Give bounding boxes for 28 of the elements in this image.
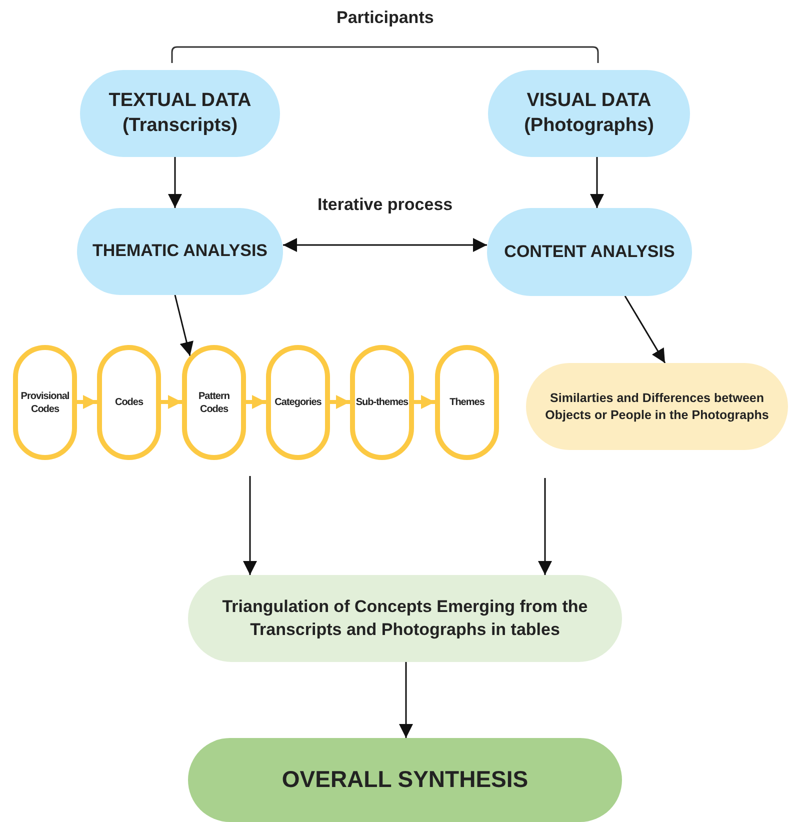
arrow: [161, 395, 182, 409]
arrow: [414, 395, 435, 409]
stage-capsule: Pattern Codes: [182, 345, 246, 460]
result-box: Similarties and Differences between Objects or People in the Photographs: [526, 363, 788, 450]
arrow: [624, 296, 666, 364]
arrow: [168, 157, 182, 208]
stage-capsule: Categories: [266, 345, 330, 460]
heading-label: Participants: [336, 8, 434, 28]
stage-capsule: Themes: [435, 345, 499, 460]
edge-label: Iterative process: [316, 195, 455, 215]
process-box: THEMATIC ANALYSIS: [77, 208, 283, 295]
stage-capsule: Provisional Codes: [13, 345, 77, 460]
process-box: CONTENT ANALYSIS: [487, 208, 692, 296]
arrow: [77, 395, 97, 409]
process-box: Triangulation of Concepts Emerging from the Transcripts and Photographs in tables: [188, 575, 622, 662]
arrow: [246, 395, 266, 409]
arrow: [590, 157, 604, 208]
stage-capsule: Codes: [97, 345, 161, 460]
process-box: VISUAL DATA (Photographs): [488, 70, 690, 157]
arrow: [399, 662, 413, 738]
arrow: [538, 478, 552, 575]
arrow: [330, 395, 350, 409]
process-box: TEXTUAL DATA (Transcripts): [80, 70, 280, 157]
arrow: [174, 294, 194, 356]
arrow: [243, 476, 257, 575]
final-box: OVERALL SYNTHESIS: [188, 738, 622, 822]
arrow: [283, 238, 487, 252]
stage-capsule: Sub-themes: [350, 345, 414, 460]
